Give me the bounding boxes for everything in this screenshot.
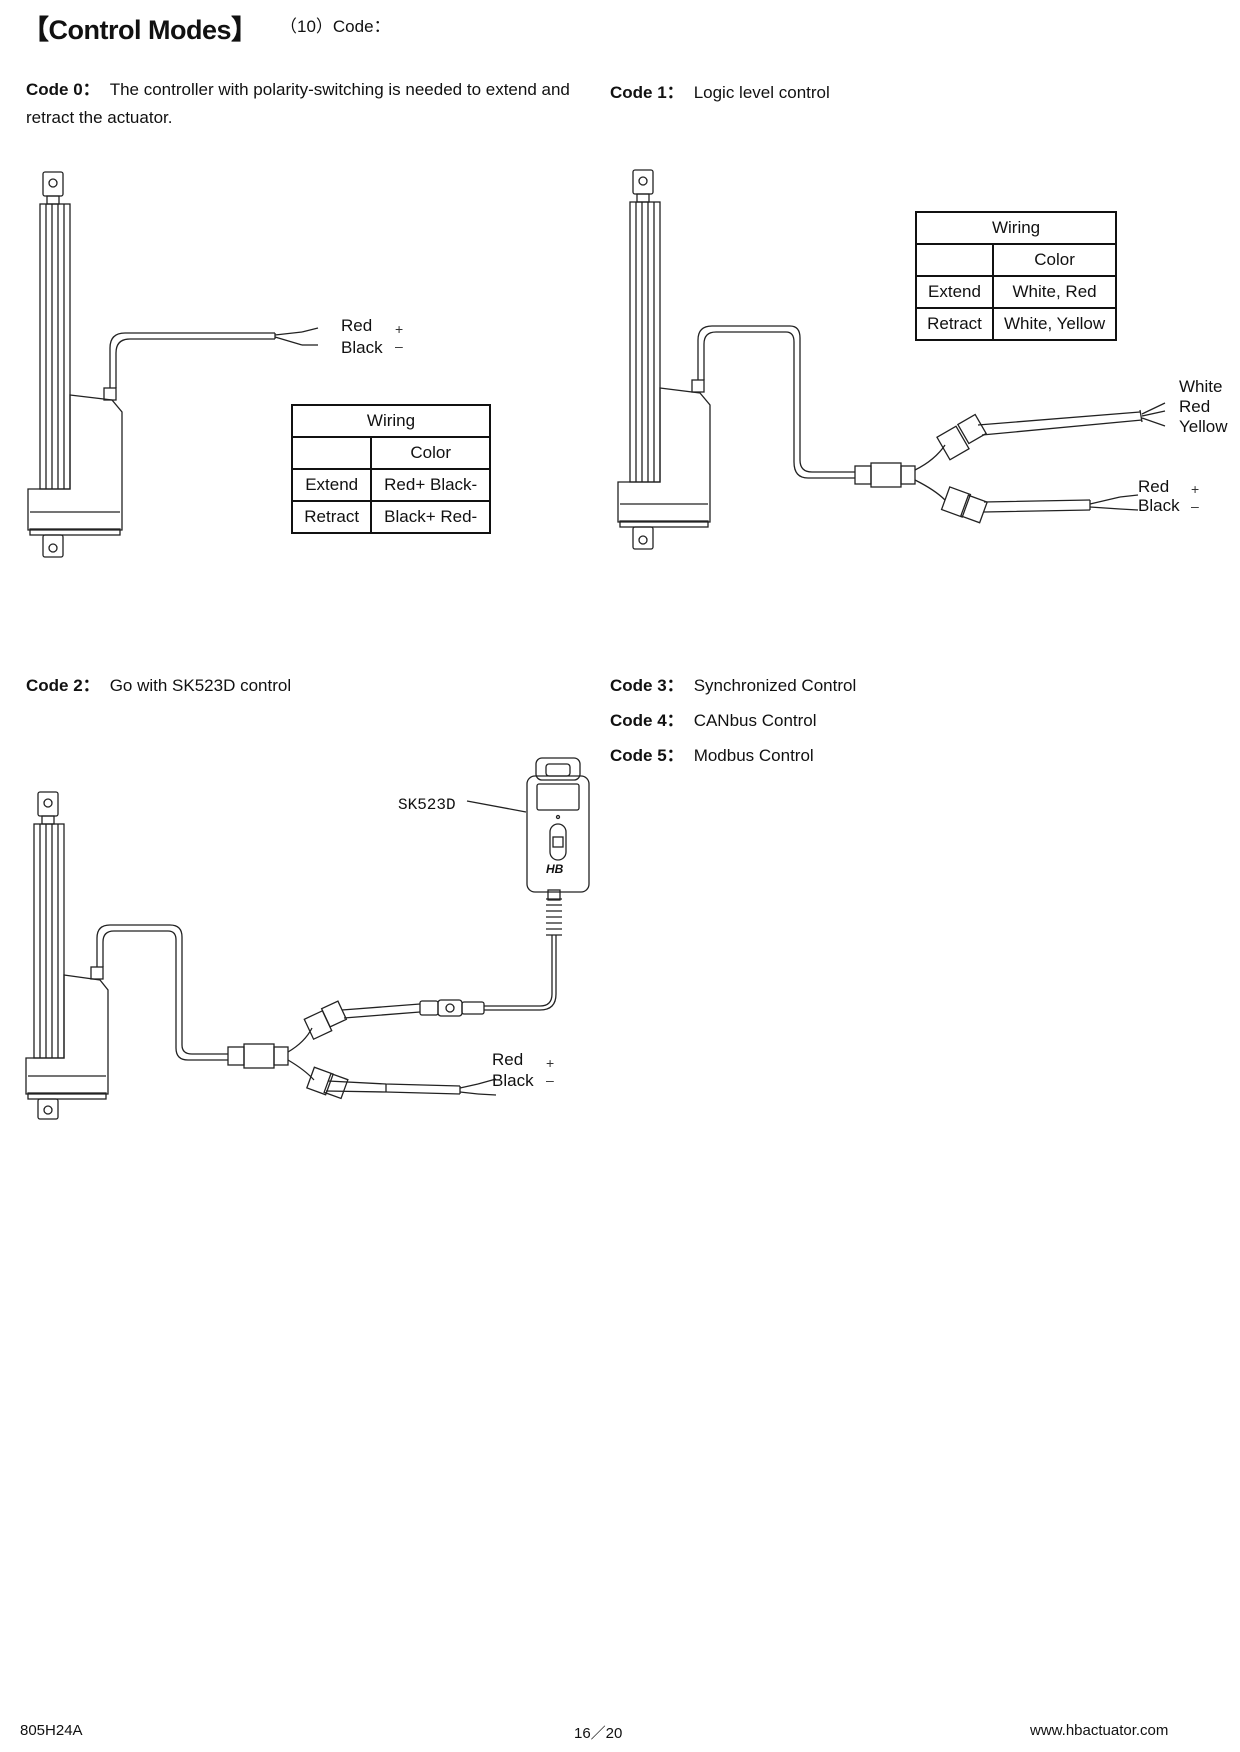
code1-row-color: White, Yellow [991,307,1118,341]
code4-description: Code 4： CANbus Control [610,707,817,735]
code0-table-title: Wiring [291,404,491,438]
code1-row-color: White, Red [991,275,1118,309]
code5-text: Modbus Control [693,746,814,765]
section-subtitle: （10）Code： [280,17,391,36]
code1-yellow-label: Yellow [1179,417,1228,436]
code2-label: Code 2： [26,676,100,695]
code0-row-action: Extend [290,468,373,502]
code2-red-label: Red [492,1050,524,1069]
code1-black-power-label: Black [1138,496,1180,515]
code1-red-power-label: Red [1138,477,1170,496]
code0-row-action: Retract [290,500,373,534]
footer-model: 805H24A [20,1722,83,1739]
code1-actuator-drawing [617,169,1166,550]
code3-label: Code 3： [610,676,684,695]
code0-minus-sign: – [395,338,403,354]
code1-table-title: Wiring [914,211,1118,245]
code1-row-action: Retract [915,307,994,341]
footer-page-number: 16／20 [574,1725,623,1742]
code5-label: Code 5： [610,746,684,765]
code1-label: Code 1： [610,83,684,102]
page-title: 【Control Modes】 [22,15,258,45]
hb-logo: HB [546,862,564,876]
code0-text-line1: The controller with polarity-switching i… [109,80,570,99]
code0-actuator-drawing [27,171,319,558]
code2-minus-sign: – [546,1072,554,1088]
code1-minus-sign: – [1191,498,1199,514]
code1-row-action: Extend [915,275,994,309]
code0-plus-sign: + [395,321,404,337]
code0-row-color: Red+ Black- [370,468,491,502]
code0-red-label: Red [341,316,373,335]
code2-black-label: Black [492,1071,534,1090]
code1-description: Code 1： Logic level control [610,79,830,107]
code2-plus-sign: + [546,1055,555,1071]
code1-table-blank [915,243,994,277]
code1-table-header: Color [991,243,1118,277]
code1-plus-sign: + [1191,481,1200,497]
code1-white-label: White [1179,377,1223,396]
code2-actuator-drawing [25,757,590,1120]
code0-row-color: Black+ Red- [370,500,491,534]
code0-label: Code 0： [26,80,100,99]
code1-text: Logic level control [693,83,830,102]
code0-table-header: Color [370,436,491,470]
code0-table-blank [290,436,373,470]
code3-text: Synchronized Control [693,676,857,695]
code4-text: CANbus Control [693,711,817,730]
code3-description: Code 3： Synchronized Control [610,672,856,700]
code0-description: Code 0： The controller with polarity-swit… [26,76,586,132]
code0-black-label: Black [341,338,383,357]
code1-red-signal-label: Red [1179,397,1211,416]
footer-url[interactable]: www.hbactuator.com [1030,1722,1169,1739]
sk523d-label: SK523D [398,796,456,814]
code2-description: Code 2： Go with SK523D control [26,672,291,700]
code5-description: Code 5： Modbus Control [610,742,814,770]
code2-text: Go with SK523D control [109,676,292,695]
code0-text-line2: retract the actuator. [26,108,173,127]
code4-label: Code 4： [610,711,684,730]
